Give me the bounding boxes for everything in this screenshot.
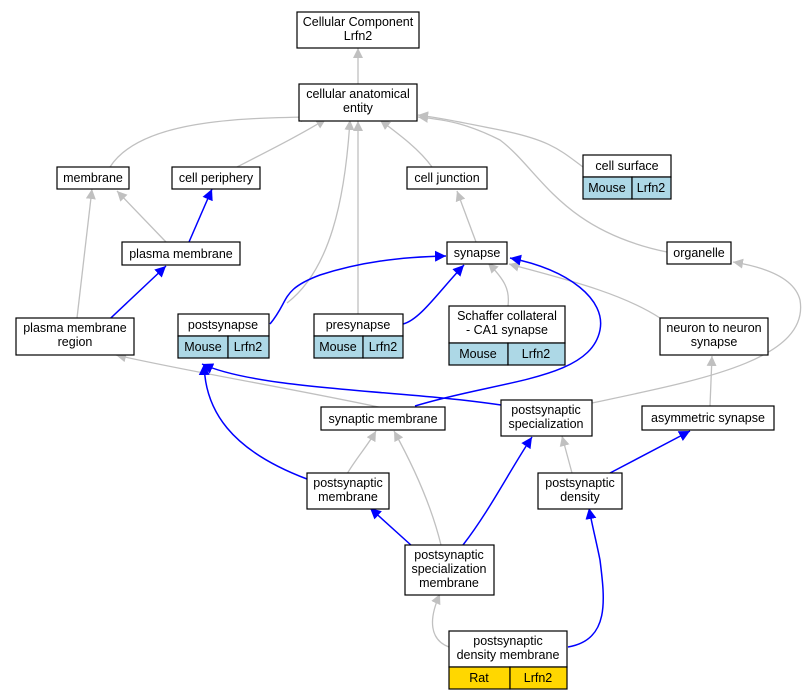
node-n2n-label-1: neuron to neuron (666, 321, 761, 335)
cell-surface-annotation-row: Mouse Lrfn2 (582, 176, 672, 200)
edge-presynapse-to-synapse (402, 264, 465, 325)
node-synaptic-membrane[interactable]: synaptic membrane (320, 406, 446, 431)
node-plasma-membrane[interactable]: plasma membrane (121, 241, 241, 266)
presynapse-gene: Lrfn2 (369, 340, 398, 354)
edge-cellperiphery-to-cae (236, 118, 327, 168)
node-membrane-label: membrane (63, 171, 123, 185)
edge-psd-to-asym (609, 430, 691, 474)
edge-postsynapse-to-cae (286, 119, 355, 304)
psd-membrane-species: Rat (469, 671, 489, 685)
edge-pssmembrane-to-synmembrane (393, 430, 442, 546)
edge-postsynapse-to-synapse (269, 250, 447, 325)
edge-pssmembrane-to-pspspec (462, 436, 533, 546)
edge-cellsurface-to-cae (417, 111, 584, 168)
node-synapse-label: synapse (454, 246, 501, 260)
node-psp-membrane-label-1: postsynaptic (313, 476, 382, 490)
postsynapse-gene: Lrfn2 (234, 340, 263, 354)
edge-plasmamembrane-to-cellperiphery (188, 188, 213, 243)
edge-pspspec-to-organelle (591, 258, 802, 404)
node-organelle-label: organelle (673, 246, 724, 260)
presynapse-annotation-row: Mouse Lrfn2 (313, 335, 404, 359)
edge-synmembrane-to-synapse (414, 254, 602, 407)
node-schaffer-label-1: Schaffer collateral (457, 309, 557, 323)
node-postsynaptic-density-membrane[interactable]: postsynaptic density membrane Rat Lrfn2 (448, 630, 568, 690)
node-n2n-label-2: synapse (691, 335, 738, 349)
node-presynapse-label: presynapse (326, 318, 391, 332)
node-pm-region-label-1: plasma membrane (23, 321, 127, 335)
node-postsynapse-label: postsynapse (188, 318, 258, 332)
node-schaffer-label-2: - CA1 synapse (466, 323, 548, 337)
edge-n2n-to-synapse (508, 261, 661, 319)
node-cell-surface[interactable]: cell surface Mouse Lrfn2 (582, 154, 672, 200)
node-pss-membrane-label-2: specialization (411, 562, 486, 576)
psd-membrane-annotation-row: Rat Lrfn2 (448, 666, 568, 690)
postsynapse-species: Mouse (184, 340, 222, 354)
edge-synapse-to-celljunction (455, 190, 477, 243)
node-postsynaptic-density[interactable]: postsynaptic density (537, 472, 623, 510)
node-plasma-membrane-label: plasma membrane (129, 247, 233, 261)
node-pm-region-label-2: region (58, 335, 93, 349)
edge-pspmembrane-to-postsynapse (198, 363, 308, 480)
node-schaffer-collateral[interactable]: Schaffer collateral - CA1 synapse Mouse … (448, 305, 566, 366)
node-postsynaptic-specialization-membrane[interactable]: postsynaptic specialization membrane (404, 544, 495, 596)
node-root-label-1: Cellular Component (303, 15, 414, 29)
edge-membrane-to-cae (109, 112, 312, 168)
edge-psdmembrane-to-psd (567, 507, 605, 648)
node-cell-junction[interactable]: cell junction (406, 166, 488, 190)
node-organelle[interactable]: organelle (666, 241, 732, 265)
schaffer-species: Mouse (459, 347, 497, 361)
node-psp-spec-label-1: postsynaptic (511, 403, 580, 417)
schaffer-gene: Lrfn2 (522, 347, 551, 361)
node-psd-label-1: postsynaptic (545, 476, 614, 490)
node-root-label-2: Lrfn2 (344, 29, 373, 43)
edge-psd-to-pspspec (559, 435, 573, 474)
node-psd-label-2: density (560, 490, 600, 504)
part-of-edges (96, 188, 691, 648)
edge-pssmembrane-to-pspmembrane (369, 507, 413, 547)
edge-asym-to-n2n (706, 355, 717, 407)
presynapse-species: Mouse (319, 340, 357, 354)
node-synaptic-membrane-label: synaptic membrane (328, 412, 437, 426)
node-pss-membrane-label-3: membrane (419, 576, 479, 590)
is-a-edges (76, 48, 802, 648)
node-synapse[interactable]: synapse (446, 241, 508, 265)
node-root[interactable]: Cellular Component Lrfn2 (296, 11, 420, 49)
edge-synmembrane-to-pmregion (115, 352, 384, 409)
cell-surface-gene: Lrfn2 (637, 181, 666, 195)
edge-pspspec-to-postsynapse (201, 363, 502, 406)
node-cae-label-2: entity (343, 101, 374, 115)
node-cae-label-1: cellular anatomical (306, 87, 410, 101)
edge-plasmamembrane-to-membrane (116, 190, 167, 243)
node-cellular-anatomical-entity[interactable]: cellular anatomical entity (298, 83, 418, 122)
edge-organelle-to-cae (417, 112, 668, 253)
edge-psdmembrane-to-pssmembrane (431, 593, 450, 648)
node-postsynaptic-specialization[interactable]: postsynaptic specialization (500, 399, 593, 437)
schaffer-annotation-row: Mouse Lrfn2 (448, 342, 566, 366)
node-psp-spec-label-2: specialization (508, 417, 583, 431)
node-psd-membrane-label-1: postsynaptic (473, 634, 542, 648)
node-cell-surface-label: cell surface (595, 159, 658, 173)
edge-celljunction-to-cae (379, 119, 433, 168)
node-postsynapse[interactable]: postsynapse Mouse Lrfn2 (177, 313, 270, 359)
node-plasma-membrane-region[interactable]: plasma membrane region (15, 317, 135, 356)
cell-surface-species: Mouse (588, 181, 626, 195)
node-presynapse[interactable]: presynapse Mouse Lrfn2 (313, 313, 404, 359)
node-cell-periphery[interactable]: cell periphery (171, 166, 261, 190)
node-pss-membrane-label-1: postsynaptic (414, 548, 483, 562)
node-asym-label: asymmetric synapse (651, 411, 765, 425)
node-cell-periphery-label: cell periphery (179, 171, 254, 185)
node-postsynaptic-membrane[interactable]: postsynaptic membrane (306, 472, 390, 510)
node-neuron-to-neuron-synapse[interactable]: neuron to neuron synapse (659, 317, 769, 356)
node-asymmetric-synapse[interactable]: asymmetric synapse (641, 405, 775, 431)
edge-pmregion-to-membrane (76, 188, 96, 319)
postsynapse-annotation-row: Mouse Lrfn2 (177, 335, 270, 359)
psd-membrane-gene: Lrfn2 (524, 671, 553, 685)
edge-pspmembrane-to-synmembrane (346, 430, 377, 475)
node-psd-membrane-label-2: density membrane (457, 648, 560, 662)
edge-schaffer-to-synapse (487, 262, 510, 307)
node-cell-junction-label: cell junction (414, 171, 479, 185)
node-membrane[interactable]: membrane (56, 166, 130, 190)
node-psp-membrane-label-2: membrane (318, 490, 378, 504)
